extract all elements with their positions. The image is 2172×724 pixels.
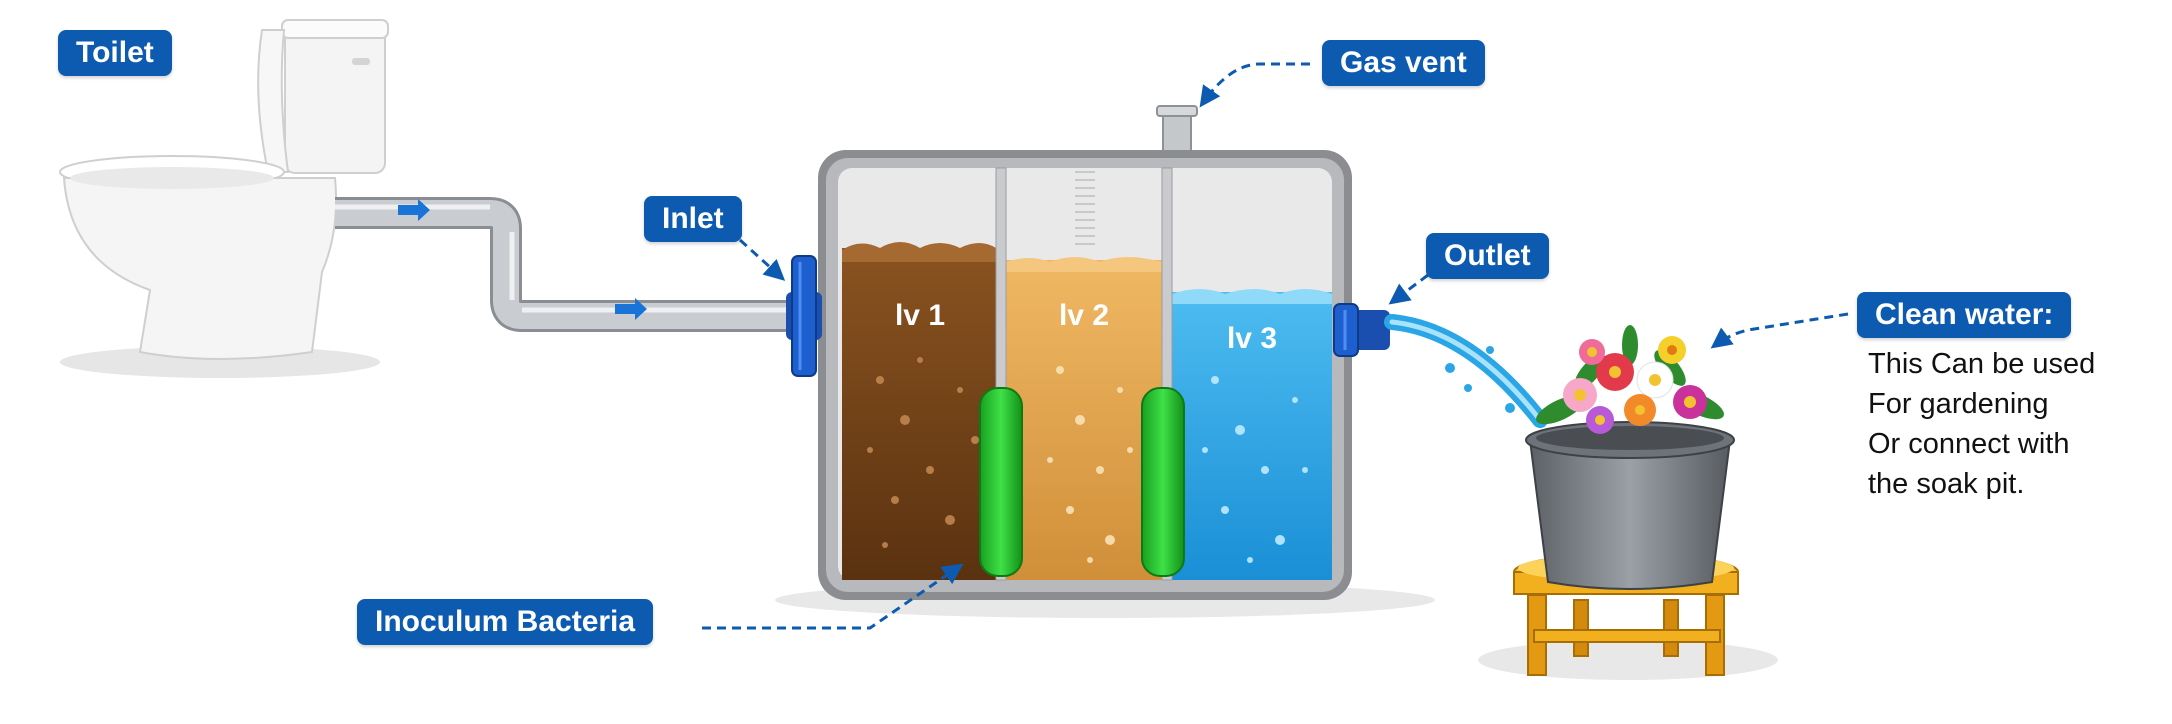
chamber-label: lv 2: [1059, 299, 1109, 332]
flow-arrow-icon: [615, 298, 647, 320]
septic-tank: lv 1 lv 2 lv 3: [775, 105, 1435, 618]
inlet-label: Inlet: [644, 196, 742, 242]
water-stream: [1384, 314, 1548, 428]
pointer-arrows: [702, 62, 1849, 630]
inlet-arrow: [738, 238, 786, 281]
note-line: Or connect with: [1868, 428, 2070, 460]
bacteria-media: [979, 387, 1023, 577]
gas-vent-label: Gas vent: [1322, 40, 1485, 86]
flower-bucket-icon: [1525, 325, 1735, 590]
inlet-pipe: [335, 197, 800, 332]
clean-water-arrow: [1710, 312, 1849, 349]
outlet-arrow: [1388, 273, 1429, 305]
bacteria-media: [1141, 387, 1185, 577]
inoculum-bacteria-label: Inoculum Bacteria: [357, 599, 654, 645]
note-line: the soak pit.: [1868, 468, 2025, 500]
clean-water-label: Clean water:: [1857, 292, 2072, 338]
note-line: For gardening: [1868, 388, 2049, 420]
chamber-label: lv 1: [895, 299, 945, 332]
note-line: This Can be used: [1868, 348, 2096, 380]
toilet-label: Toilet: [58, 30, 172, 76]
clean-water-note: This Can be used For gardening Or connec…: [1868, 344, 2095, 504]
toilet-icon: [59, 19, 389, 378]
outlet-coupling: [1333, 303, 1390, 357]
chamber-label: lv 3: [1227, 322, 1277, 355]
inoculum-arrow: [702, 563, 964, 630]
inlet-coupling: [786, 255, 822, 377]
outlet-label: Outlet: [1426, 233, 1549, 279]
gas-vent-arrow: [1199, 62, 1310, 108]
flow-arrow-icon: [398, 199, 430, 221]
